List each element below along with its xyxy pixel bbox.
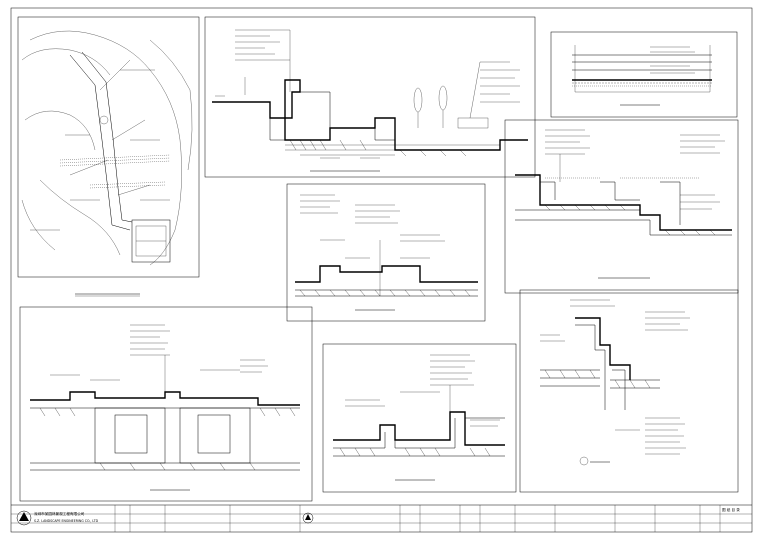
- panel-site-plan: [17, 16, 200, 297]
- panel-top-section: [204, 16, 536, 178]
- panel-bottom-mid-section: [322, 343, 517, 493]
- title-block: 深圳市某园林景观工程有限公司 S.Z. LANDSCAPE ENGINEERIN…: [11, 504, 752, 532]
- panel-mid-section: [286, 183, 486, 322]
- company-name-en: S.Z. LANDSCAPE ENGINEERING CO., LTD: [34, 519, 99, 523]
- panel-bottom-right-detail: [519, 289, 739, 493]
- partner-logo: [302, 512, 314, 524]
- panel-right-section: [504, 119, 739, 294]
- company-logo: [16, 510, 32, 526]
- sheet-border: [10, 7, 753, 533]
- panel-bottom-left-section: [19, 306, 313, 502]
- panel-top-right-small: [550, 31, 738, 118]
- company-name: 深圳市某园林景观工程有限公司: [34, 511, 85, 516]
- drawing-list-header: 图 纸 目 录: [722, 507, 740, 512]
